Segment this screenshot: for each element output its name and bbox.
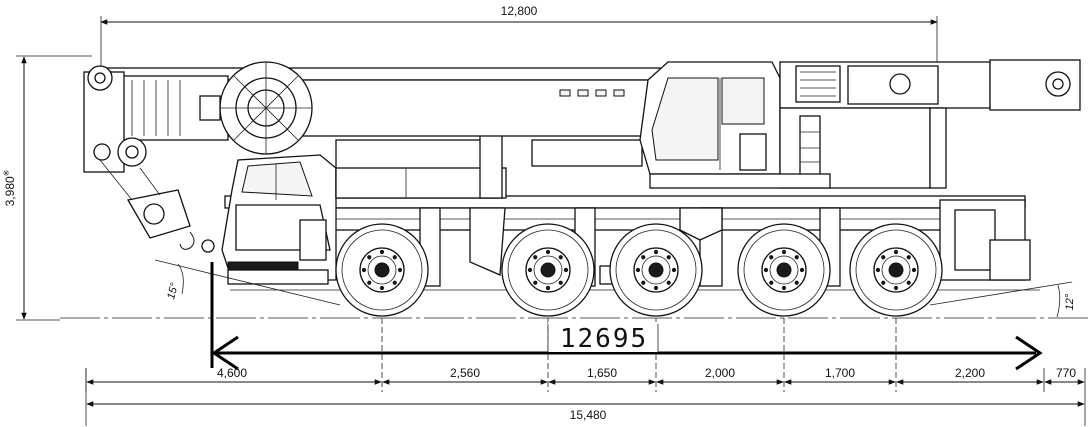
height-dimension-label: 3,980※	[2, 170, 17, 207]
wheel	[501, 223, 595, 392]
telescopic-boom	[83, 65, 661, 173]
height-dimension: 3,980※	[2, 55, 92, 321]
superstructure	[649, 59, 1081, 189]
axle-spacing-label: 4,600	[217, 366, 247, 380]
carrier-deck	[335, 127, 507, 199]
approach-angle-label: 15°	[165, 281, 181, 301]
wheel	[737, 223, 831, 392]
crane-illustration	[83, 59, 1081, 392]
operator-cab-window	[651, 77, 719, 161]
axle-spacing-label: 2,000	[705, 366, 735, 380]
departure-angle: 12°	[929, 281, 1076, 318]
top-dimension: 12,800	[100, 4, 938, 80]
chassis-frame	[224, 195, 1040, 291]
overlay-measurement: 12695	[210, 262, 1043, 371]
driver-cab	[221, 154, 337, 285]
overlay-measurement-label: 12695	[560, 324, 648, 354]
wheel	[849, 223, 943, 392]
wheel	[609, 223, 703, 392]
hook-block	[99, 159, 215, 253]
height-note-mark: ※	[2, 170, 11, 177]
approach-angle: 15°	[154, 259, 341, 306]
axle-spacing-dimensions: 4,600 2,560 1,650 2,000 1,700 2,200 770	[85, 366, 1085, 392]
cab-windshield	[241, 161, 313, 197]
axle-spacing-label: 1,650	[587, 366, 617, 380]
wheel-group	[335, 223, 943, 392]
axle-spacing-label: 1,700	[825, 366, 855, 380]
departure-angle-label: 12°	[1064, 293, 1076, 310]
overall-length: 15,480	[85, 368, 1086, 426]
axle-spacing-label: 770	[1056, 366, 1076, 380]
wheel	[335, 223, 429, 392]
top-dimension-label: 12,800	[501, 4, 538, 18]
overall-length-label: 15,480	[570, 408, 607, 422]
axle-spacing-label: 2,200	[955, 366, 985, 380]
winch-drum	[199, 61, 313, 155]
axle-spacing-label: 2,560	[450, 366, 480, 380]
operator-cab	[639, 61, 781, 175]
